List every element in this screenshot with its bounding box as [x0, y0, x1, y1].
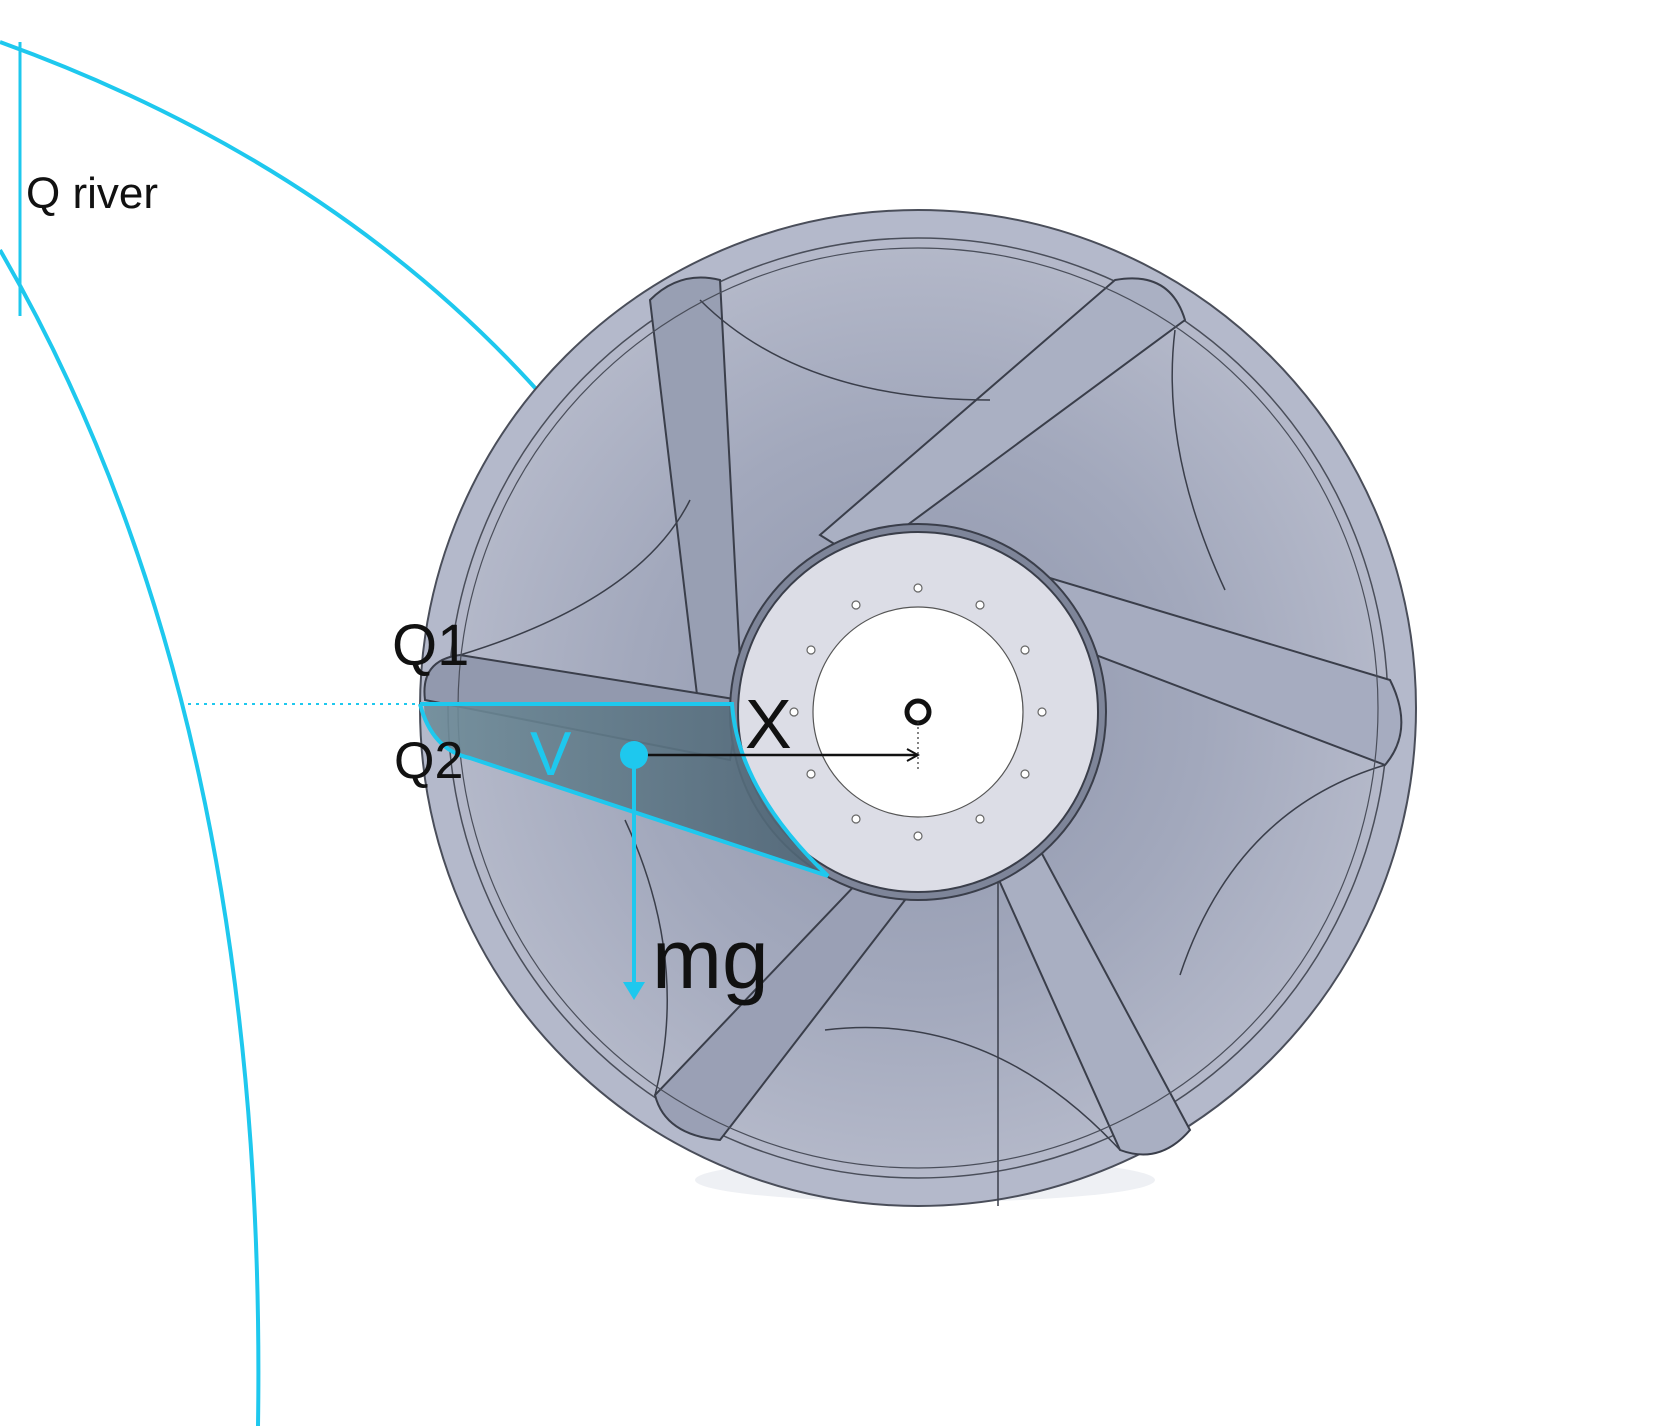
wheel-blades	[423, 276, 1403, 1156]
bolt-holes	[789, 583, 1047, 841]
label-v: V	[530, 720, 572, 789]
water-wheel	[419, 209, 1417, 1207]
bucket-outline	[418, 702, 830, 878]
blade-5	[653, 878, 907, 1142]
axle-center-icon	[904, 698, 932, 726]
blade-4	[988, 848, 1192, 1156]
blade-3	[1028, 573, 1403, 767]
blade-1	[648, 276, 744, 722]
label-q1: Q1	[392, 613, 469, 678]
blade-2	[818, 277, 1187, 562]
label-mg: mg	[652, 912, 769, 1006]
label-q-river: Q river	[26, 169, 158, 218]
vane-curves	[459, 299, 1386, 1206]
weight-mg-arrowhead	[623, 982, 645, 1000]
label-q2: Q2	[394, 732, 463, 790]
label-x: X	[745, 685, 792, 763]
center-of-mass-dot	[620, 741, 648, 769]
bucket-volume	[424, 704, 828, 876]
river-inner-arc	[0, 248, 261, 1426]
